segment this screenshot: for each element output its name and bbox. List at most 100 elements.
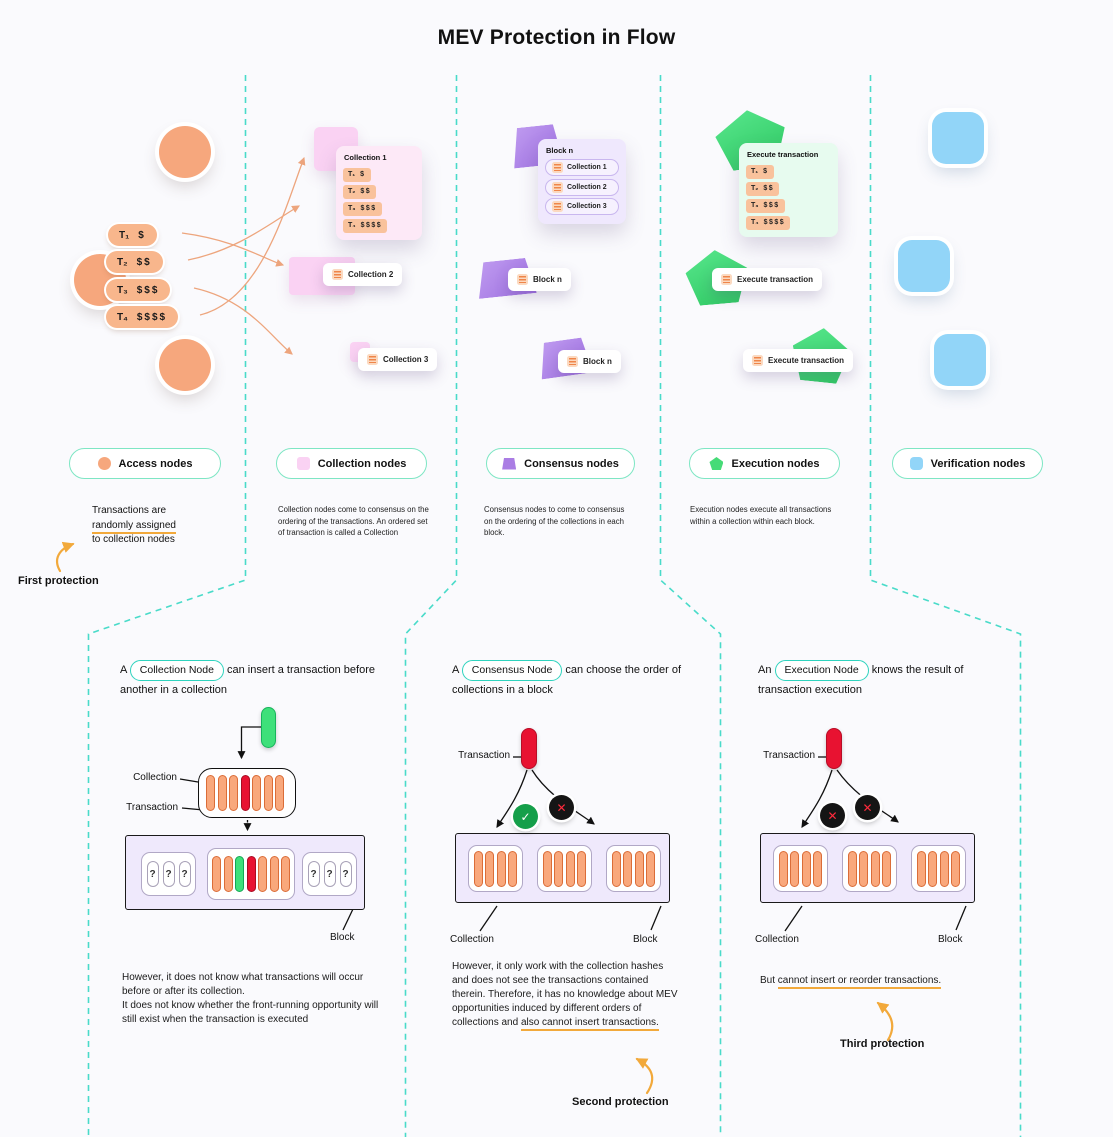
verification-node [898,240,950,292]
underlined-text: also cannot insert transactions. [520,1017,659,1031]
collection-group [842,845,897,892]
transaction-label: Transaction [763,750,815,761]
block-collection-row: Collection 2 [545,178,619,196]
transaction-pill-t1: T₁ $ [108,224,157,246]
transaction-bar [646,850,656,887]
attacker-transaction-pill [826,728,842,769]
list-icon [332,269,343,280]
second-protection-label: Second protection [572,1096,669,1108]
panel1-heading: A Collection Node can insert a transacti… [120,660,378,699]
collection-1-card: Collection 1 T₁$ T₂$$ T₃$$$ T₄$$$$ [336,146,422,240]
block-label: Block [938,934,963,945]
inserted-transaction-bar [235,856,244,892]
panel3-heading: An Execution Node knows the result of tr… [758,660,996,699]
transaction-label: T₁ [119,229,130,241]
execute-transactions: T₁$ T₂$$ T₃$$$ T₄$$$$ [746,163,831,231]
assignment-arrows [181,156,306,355]
consensus-node-icon [502,457,517,470]
legend-label: Execution nodes [731,457,820,470]
legend-access-nodes: Access nodes [69,448,221,479]
transaction-bar [801,850,811,887]
collection-row-label: Collection 1 [567,164,607,171]
collection-2-pill: Collection 2 [323,263,403,286]
collection-transactions: T₁$ T₂$$ T₃$$$ T₄$$$$ [343,166,415,234]
node-pill-label: Execute transaction [737,275,814,284]
list-icon [752,355,763,366]
block-n-pill: Block n [558,350,621,373]
verification-node [934,334,986,386]
block-label: Block [633,934,658,945]
first-protection-label: First protection [18,575,99,587]
transaction-amount: $ [138,229,146,241]
collection-3-pill: Collection 3 [358,348,438,371]
transaction-row: T₃$$$ [343,201,382,216]
transaction-bar [485,850,495,887]
unknown-transaction: ? [307,861,320,887]
execute-transaction-card: Execute transaction T₁$ T₂$$ T₃$$$ T₄$$$… [739,143,838,237]
block-container [455,833,670,903]
transaction-bar [778,850,788,887]
block-collection-row: Collection 3 [545,198,619,215]
list-icon [517,274,528,285]
collection-label: Collection [133,772,177,783]
unknown-transaction: ? [162,861,175,887]
execute-transaction-pill: Execute transaction [743,349,854,372]
access-node-icon [97,457,111,470]
list-icon [567,356,578,367]
transaction-bar [212,856,221,892]
list-icon [721,274,732,285]
transaction-bar [229,775,238,811]
transaction-bar [634,850,644,887]
node-pill-label: Block n [533,275,562,284]
block-container: ? ? ? ? ? ? [125,835,365,910]
attacker-transaction-bar [240,775,250,811]
collection-group [911,845,966,892]
panel1-body: However, it does not know what transacti… [122,972,379,1025]
collection-label: Collection [450,934,494,945]
unknown-collection-group: ? ? ? [302,852,357,896]
panel2-body: However, it only work with the collectio… [452,960,682,1031]
transaction-bar [813,850,823,887]
transaction-bar [939,850,949,887]
third-protection-label: Third protection [840,1038,925,1050]
consensus-node-chip: Consensus Node [461,660,563,682]
transaction-bar [554,850,564,887]
node-pill-label: Collection 2 [348,270,394,279]
unknown-transaction: ? [178,861,191,887]
collection-container [198,768,296,818]
consensus-description: Consensus nodes to come to consensus on … [484,505,625,538]
list-icon [552,162,563,173]
panel3-body: But cannot insert or reorder transaction… [760,974,1005,989]
card-title: Collection 1 [344,153,387,162]
card-title: Block n [546,146,574,155]
inserted-transaction-pill [261,707,276,748]
transaction-row: T₁$ [746,164,774,179]
verification-node-icon [909,457,923,470]
card-title: Execute transaction [747,150,819,159]
transaction-pill-t4: T₄ $$$$ [106,306,179,328]
transaction-bar [623,850,633,887]
transaction-row: T₂$$ [746,181,780,196]
underlined-text: cannot insert or reorder transactions. [777,975,942,989]
collection-row-label: Collection 3 [567,203,607,210]
execution-node-icon [709,457,724,470]
transaction-bar [870,850,880,887]
transaction-bar [275,775,284,811]
transaction-bar [565,850,575,887]
cross-icon: ✕ [549,795,574,820]
transaction-bar [847,850,857,887]
unknown-transaction: ? [323,861,336,887]
transaction-row: T₁$ [343,167,371,182]
transaction-label: T₄ [117,311,128,323]
legend-label: Access nodes [118,457,193,470]
attacker-transaction-pill [521,728,537,769]
page-title: MEV Protection in Flow [437,26,676,49]
unknown-collection-group: ? ? ? [141,852,196,896]
attacker-transaction-bar [246,856,256,892]
unknown-transaction: ? [146,861,159,887]
block-n-card: Block n Collection 1 Collection 2 Collec… [538,139,626,224]
transaction-row: T₄$$$$ [746,215,791,230]
check-icon: ✓ [513,804,538,829]
access-node [159,339,211,391]
